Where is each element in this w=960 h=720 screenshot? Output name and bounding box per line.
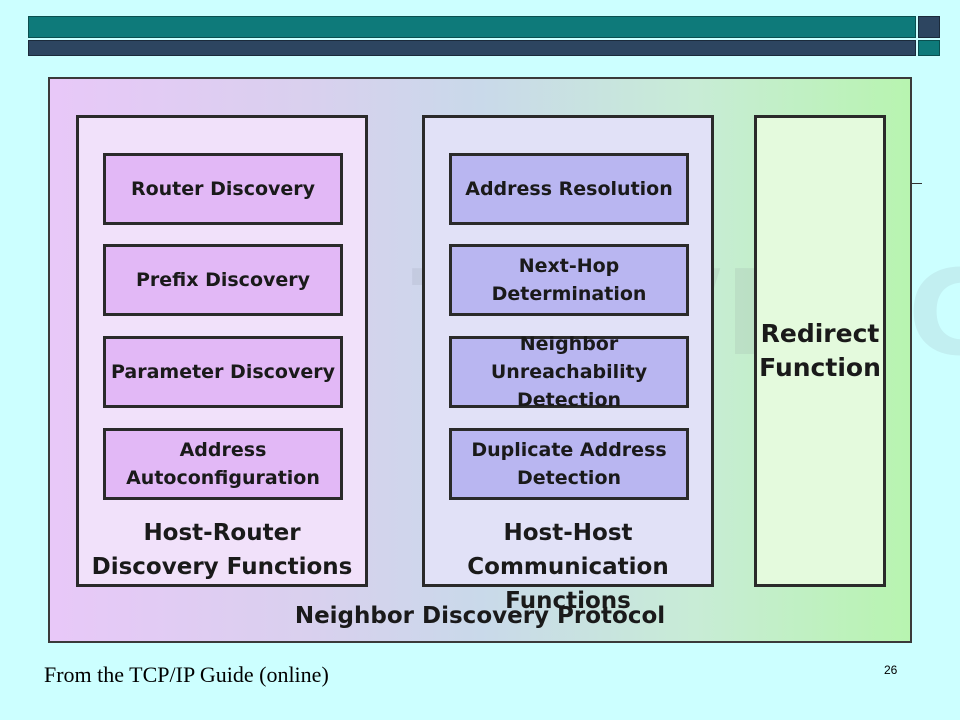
decorative-tick-line	[912, 183, 922, 184]
redirect-function-group: Redirect Function	[754, 115, 886, 587]
slide-page-number: 26	[884, 663, 898, 677]
host-host-group-title: Host-Host Communication Functions	[467, 520, 669, 614]
function-box-address-resolution: Address Resolution	[449, 153, 689, 225]
header-decorative-square-teal	[918, 40, 940, 56]
redirect-function-label: Redirect Function	[759, 319, 881, 382]
protocol-title: Neighbor Discovery Protocol	[294, 603, 666, 629]
function-box-address-autoconfiguration: Address Autoconfiguration	[103, 428, 343, 500]
header-decorative-bar-teal	[28, 16, 916, 38]
header-decorative-square-navy	[918, 16, 940, 38]
function-box-router-discovery: Router Discovery	[103, 153, 343, 225]
host-router-discovery-group: Router Discovery Prefix Discovery Parame…	[76, 115, 368, 587]
function-box-prefix-discovery: Prefix Discovery	[103, 244, 343, 316]
header-decorative-bar-navy	[28, 40, 916, 56]
host-host-communication-group: Address Resolution Next-Hop Determinatio…	[422, 115, 714, 614]
function-box-neighbor-unreachability-detection: Neighbor Unreachability Detection	[449, 333, 689, 411]
function-box-next-hop-determination: Next-Hop Determination	[449, 244, 689, 316]
function-box-parameter-discovery: Parameter Discovery	[103, 336, 343, 408]
neighbor-discovery-diagram: The TCP/IP Guide Router Discovery Prefix…	[48, 77, 960, 643]
source-caption: From the TCP/IP Guide (online)	[44, 662, 329, 687]
function-box-duplicate-address-detection: Duplicate Address Detection	[449, 428, 689, 500]
host-router-group-title: Host-Router Discovery Functions	[91, 520, 353, 580]
